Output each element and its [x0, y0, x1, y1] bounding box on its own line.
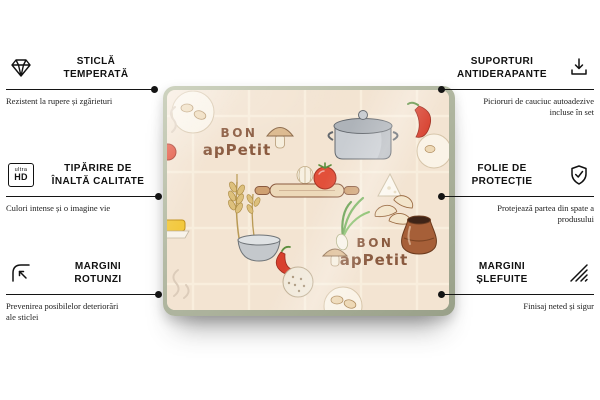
connector-dot	[438, 193, 445, 200]
feature-head: ultra HD TIPĂRIRE DE ÎNALTĂ CALITATE	[6, 157, 160, 193]
feature-hd-print: ultra HD TIPĂRIRE DE ÎNALTĂ CALITATE Cul…	[6, 157, 162, 214]
feature-anti-slip-pads: SUPORTURI ANTIDERAPANTE Picioruri de cau…	[438, 50, 594, 118]
mushroom-icon	[265, 127, 295, 149]
feature-subtitle: Rezistent la rupere și zgârieturi	[6, 96, 113, 106]
feature-head: STICLĂ TEMPERATĂ	[6, 50, 156, 86]
cooking-pot-icon	[327, 110, 399, 160]
diamond-icon	[6, 56, 36, 80]
printed-surface: BON apPetit	[167, 90, 449, 310]
plate-with-dumplings-icon	[171, 90, 215, 134]
anti-slip-feet-icon	[564, 56, 594, 80]
connector-line	[6, 86, 158, 93]
feature-subtitle: Picioruri de cauciuc autoadezive incluse…	[483, 96, 594, 118]
connector-line	[438, 291, 594, 298]
feature-subtitle: Finisaj neted și sigur	[523, 301, 594, 311]
pierogi-icon	[374, 195, 414, 225]
feature-head: SUPORTURI ANTIDERAPANTE	[440, 50, 594, 86]
butter-dish-icon	[167, 219, 190, 239]
feature-subtitle: Culori intense și o imagine vie	[6, 203, 111, 213]
strainer-icon	[282, 266, 314, 298]
ultra-hd-icon-top-label: ultra	[14, 166, 28, 173]
clay-jug-icon	[401, 215, 437, 255]
tomato-icon	[313, 162, 337, 190]
feature-head: FOLIE DE PROTECȚIE	[440, 157, 594, 193]
connector-dot	[151, 86, 158, 93]
print-lettering-bon-1: BON	[221, 126, 258, 140]
connector-dot	[155, 193, 162, 200]
bowl-icon	[237, 234, 281, 262]
connector-line	[6, 193, 162, 200]
feature-title: MARGINI ȘLEFUITE	[476, 261, 528, 285]
chili-pepper-icon	[407, 101, 432, 138]
feature-rounded-edges: MARGINI ROTUNZI Prevenirea posibilelor d…	[6, 255, 162, 323]
wheat-icon	[228, 174, 261, 239]
print-lettering-appetit-1: apPetit	[203, 141, 272, 159]
feature-subtitle: Prevenirea posibilelor deteriorări ale s…	[6, 301, 119, 323]
garlic-icon	[296, 166, 314, 184]
feature-protective-film: FOLIE DE PROTECȚIE Protejează partea din…	[438, 157, 594, 225]
green-onion-icon	[335, 196, 370, 251]
cheese-wedge-icon	[377, 172, 402, 197]
rounded-corner-icon	[6, 261, 36, 285]
mushroom-icon-2	[321, 248, 349, 267]
feature-polished-edges: MARGINI ȘLEFUITE Finisaj neted și sigur	[438, 255, 594, 312]
glass-board-product-image: BON apPetit	[163, 86, 455, 316]
ultra-hd-icon-bottom-label: HD	[14, 172, 28, 183]
feature-head: MARGINI ȘLEFUITE	[440, 255, 594, 291]
shield-check-icon	[564, 163, 594, 187]
kitchen-pattern-print: BON apPetit	[167, 90, 449, 310]
feature-title: TIPĂRIRE DE ÎNALTĂ CALITATE	[51, 163, 145, 187]
connector-line	[438, 86, 594, 93]
connector-dot	[155, 291, 162, 298]
feature-head: MARGINI ROTUNZI	[6, 255, 160, 291]
connector-dot	[438, 291, 445, 298]
plate-with-dumplings-icon-2	[323, 286, 363, 310]
polished-edge-icon	[564, 261, 594, 285]
steam-swirl-icon-2	[172, 269, 190, 299]
feature-title: MARGINI ROTUNZI	[74, 261, 122, 285]
feature-title: FOLIE DE PROTECȚIE	[471, 163, 533, 187]
feature-tempered-glass: STICLĂ TEMPERATĂ Rezistent la rupere și …	[6, 50, 158, 107]
plate-icon	[416, 133, 449, 169]
tomato-half-icon	[167, 143, 177, 161]
connector-line	[6, 291, 162, 298]
print-lettering-bon-2: BON	[357, 236, 394, 250]
feature-subtitle: Protejează partea din spate a produsului	[497, 203, 594, 225]
feature-title: SUPORTURI ANTIDERAPANTE	[456, 56, 547, 80]
ultra-hd-icon: ultra HD	[6, 163, 36, 187]
feature-title: STICLĂ TEMPERATĂ	[63, 56, 129, 80]
connector-line	[438, 193, 594, 200]
connector-dot	[438, 86, 445, 93]
steam-swirl-icon	[169, 106, 177, 133]
print-lettering-appetit-2: apPetit	[340, 251, 409, 269]
